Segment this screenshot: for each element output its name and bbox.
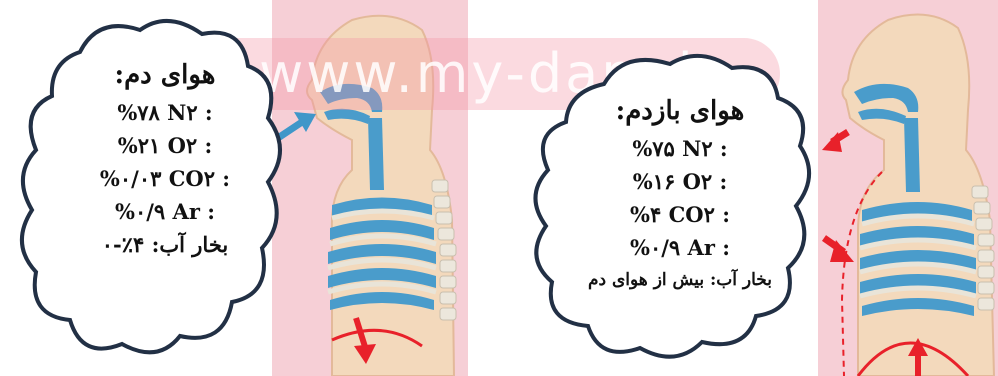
exhale-n2-line: N۲ : %۷۵ xyxy=(570,132,790,165)
n2-value: %۷۵ xyxy=(632,136,675,161)
ar-symbol: Ar : xyxy=(688,235,730,260)
exhale-vapor-line: بخار آب: بیش از هوای دم xyxy=(570,264,790,297)
n2-symbol: N۲ : xyxy=(682,136,728,161)
inhale-cloud: هوای دم: N۲ : %۷۸ O۲ : %۲۱ CO۲ : %۰/۰۳ A… xyxy=(10,10,292,368)
inhale-title: هوای دم: xyxy=(65,60,265,90)
ar-value: %۰/۹ xyxy=(115,199,165,224)
inhale-n2-line: N۲ : %۷۸ xyxy=(65,96,265,129)
co2-symbol: CO۲ : xyxy=(669,202,730,227)
inhale-ar-line: Ar : %۰/۹ xyxy=(65,195,265,228)
n2-symbol: N۲ : xyxy=(167,100,213,125)
ar-symbol: Ar : xyxy=(173,199,215,224)
exhale-ar-line: Ar : %۰/۹ xyxy=(570,231,790,264)
o2-symbol: O۲ : xyxy=(168,133,213,158)
exhale-title: هوای بازدم: xyxy=(570,96,790,126)
inhale-vapor-line: بخار آب: ۴٪-۰ xyxy=(65,228,265,261)
inhale-o2-line: O۲ : %۲۱ xyxy=(65,129,265,162)
o2-symbol: O۲ : xyxy=(683,169,728,194)
co2-value: %۰/۰۳ xyxy=(100,166,161,191)
inhale-co2-line: CO۲ : %۰/۰۳ xyxy=(65,162,265,195)
n2-value: %۷۸ xyxy=(117,100,160,125)
co2-value: %۴ xyxy=(630,202,661,227)
exhale-o2-line: O۲ : %۱۶ xyxy=(570,165,790,198)
o2-value: %۲۱ xyxy=(118,133,161,158)
co2-symbol: CO۲ : xyxy=(169,166,230,191)
o2-value: %۱۶ xyxy=(633,169,676,194)
exhale-co2-line: CO۲ : %۴ xyxy=(570,198,790,231)
exhale-cloud: هوای بازدم: N۲ : %۷۵ O۲ : %۱۶ CO۲ : %۴ A… xyxy=(520,46,820,366)
ar-value: %۰/۹ xyxy=(630,235,680,260)
exhale-illustration xyxy=(818,0,998,376)
